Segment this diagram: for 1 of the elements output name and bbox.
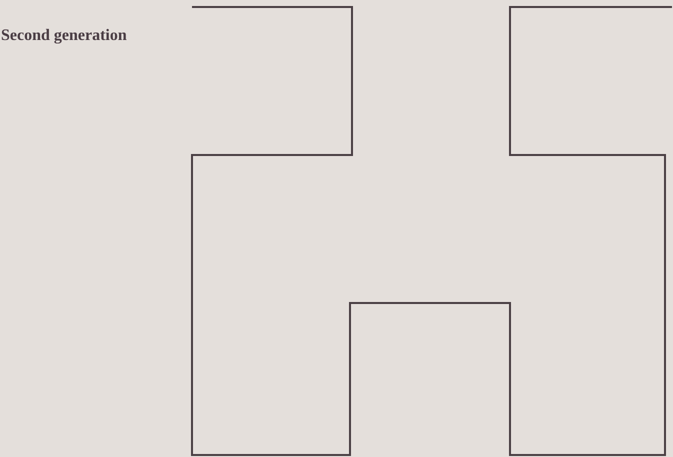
generation-label: Second generation [1,27,127,45]
